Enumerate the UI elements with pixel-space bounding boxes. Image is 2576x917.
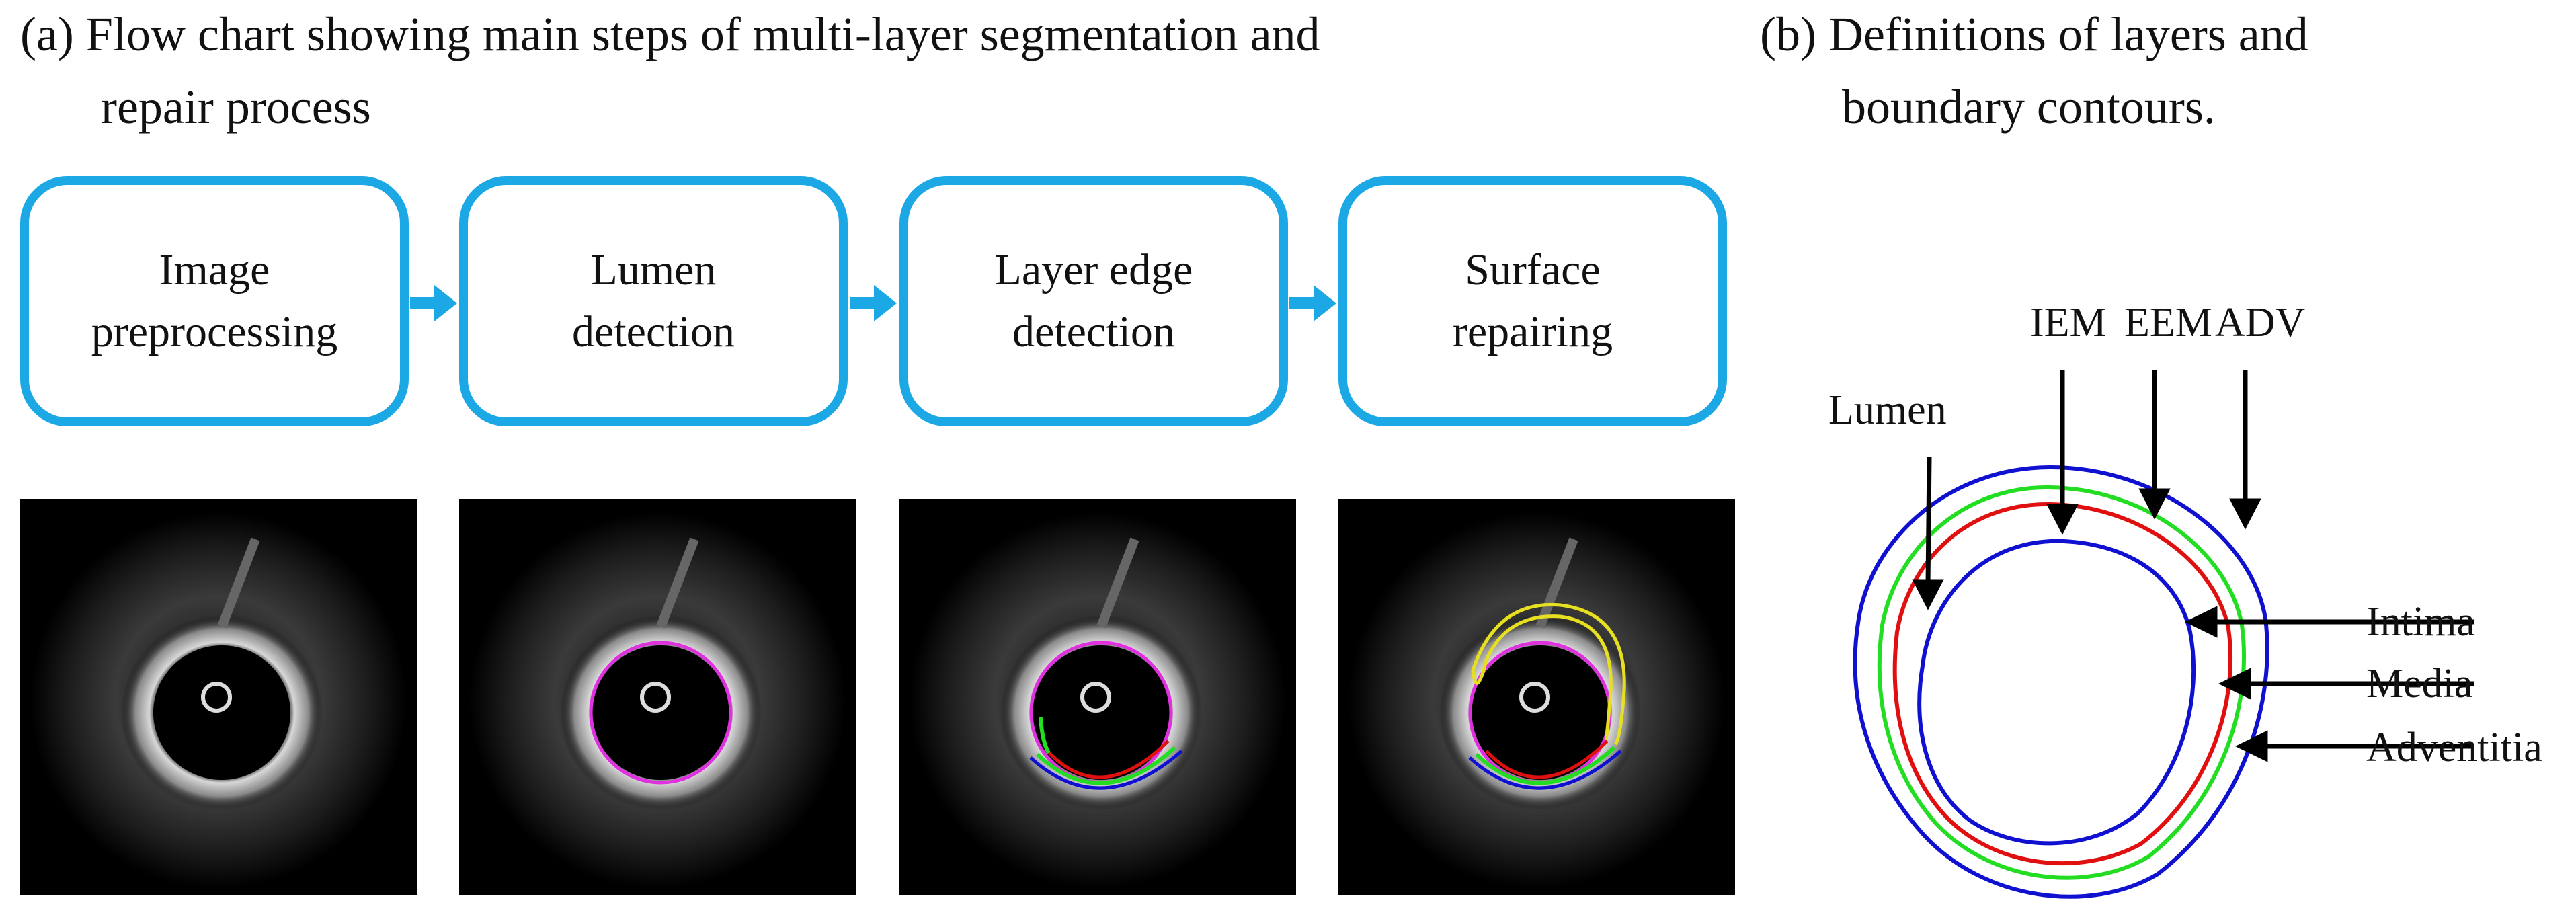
lumen-contour <box>589 641 733 785</box>
oct-image-preprocessed <box>20 499 417 895</box>
step-box-image-preprocessing: Image preprocessing <box>20 176 409 426</box>
eem-contour <box>1877 485 2247 880</box>
flow-arrow-1 <box>410 285 457 321</box>
label-adv: ADV <box>2215 300 2306 346</box>
flow-arrow-2 <box>850 285 897 321</box>
flow-arrow-3 <box>1289 285 1336 321</box>
label-iem: IEM <box>2030 300 2107 346</box>
iem-contour <box>1892 502 2233 866</box>
step-box-lumen-detection: Lumen detection <box>459 176 848 426</box>
label-lumen: Lumen <box>1828 387 1947 433</box>
layer-definitions-diagram: Lumen IEM EEM ADV Intima Media Adventiti… <box>1828 300 2542 899</box>
step-label-line1: Surface <box>1465 245 1601 294</box>
label-adventitia: Adventitia <box>2366 725 2542 770</box>
label-intima: Intima <box>2366 599 2475 645</box>
caption-b-line2: boundary contours. <box>1842 80 2216 134</box>
oct-image-lumen <box>459 499 856 895</box>
lumen-contour <box>1917 539 2196 846</box>
step-box-surface-repairing: Surface repairing <box>1338 176 1727 426</box>
step-label-line1: Image <box>159 245 270 294</box>
step-label-line1: Layer edge <box>994 245 1193 294</box>
adventitia-contour <box>1853 465 2269 899</box>
caption-b-line1: (b) Definitions of layers and <box>1760 7 2308 61</box>
step-label-line2: preprocessing <box>91 307 338 356</box>
caption-a-line1: (a) Flow chart showing main steps of mul… <box>20 7 1320 61</box>
oct-image-repaired <box>1338 499 1735 895</box>
step-label-line1: Lumen <box>590 245 717 294</box>
step-box-layer-edge-detection: Layer edge detection <box>899 176 1288 426</box>
label-eem: EEM <box>2124 300 2212 346</box>
caption-a-line2: repair process <box>101 80 371 134</box>
step-label-line2: repairing <box>1452 307 1613 356</box>
step-label-line2: detection <box>572 307 735 356</box>
oct-image-layer-edges <box>899 499 1296 895</box>
label-media: Media <box>2366 661 2472 707</box>
step-label-line2: detection <box>1012 307 1175 356</box>
